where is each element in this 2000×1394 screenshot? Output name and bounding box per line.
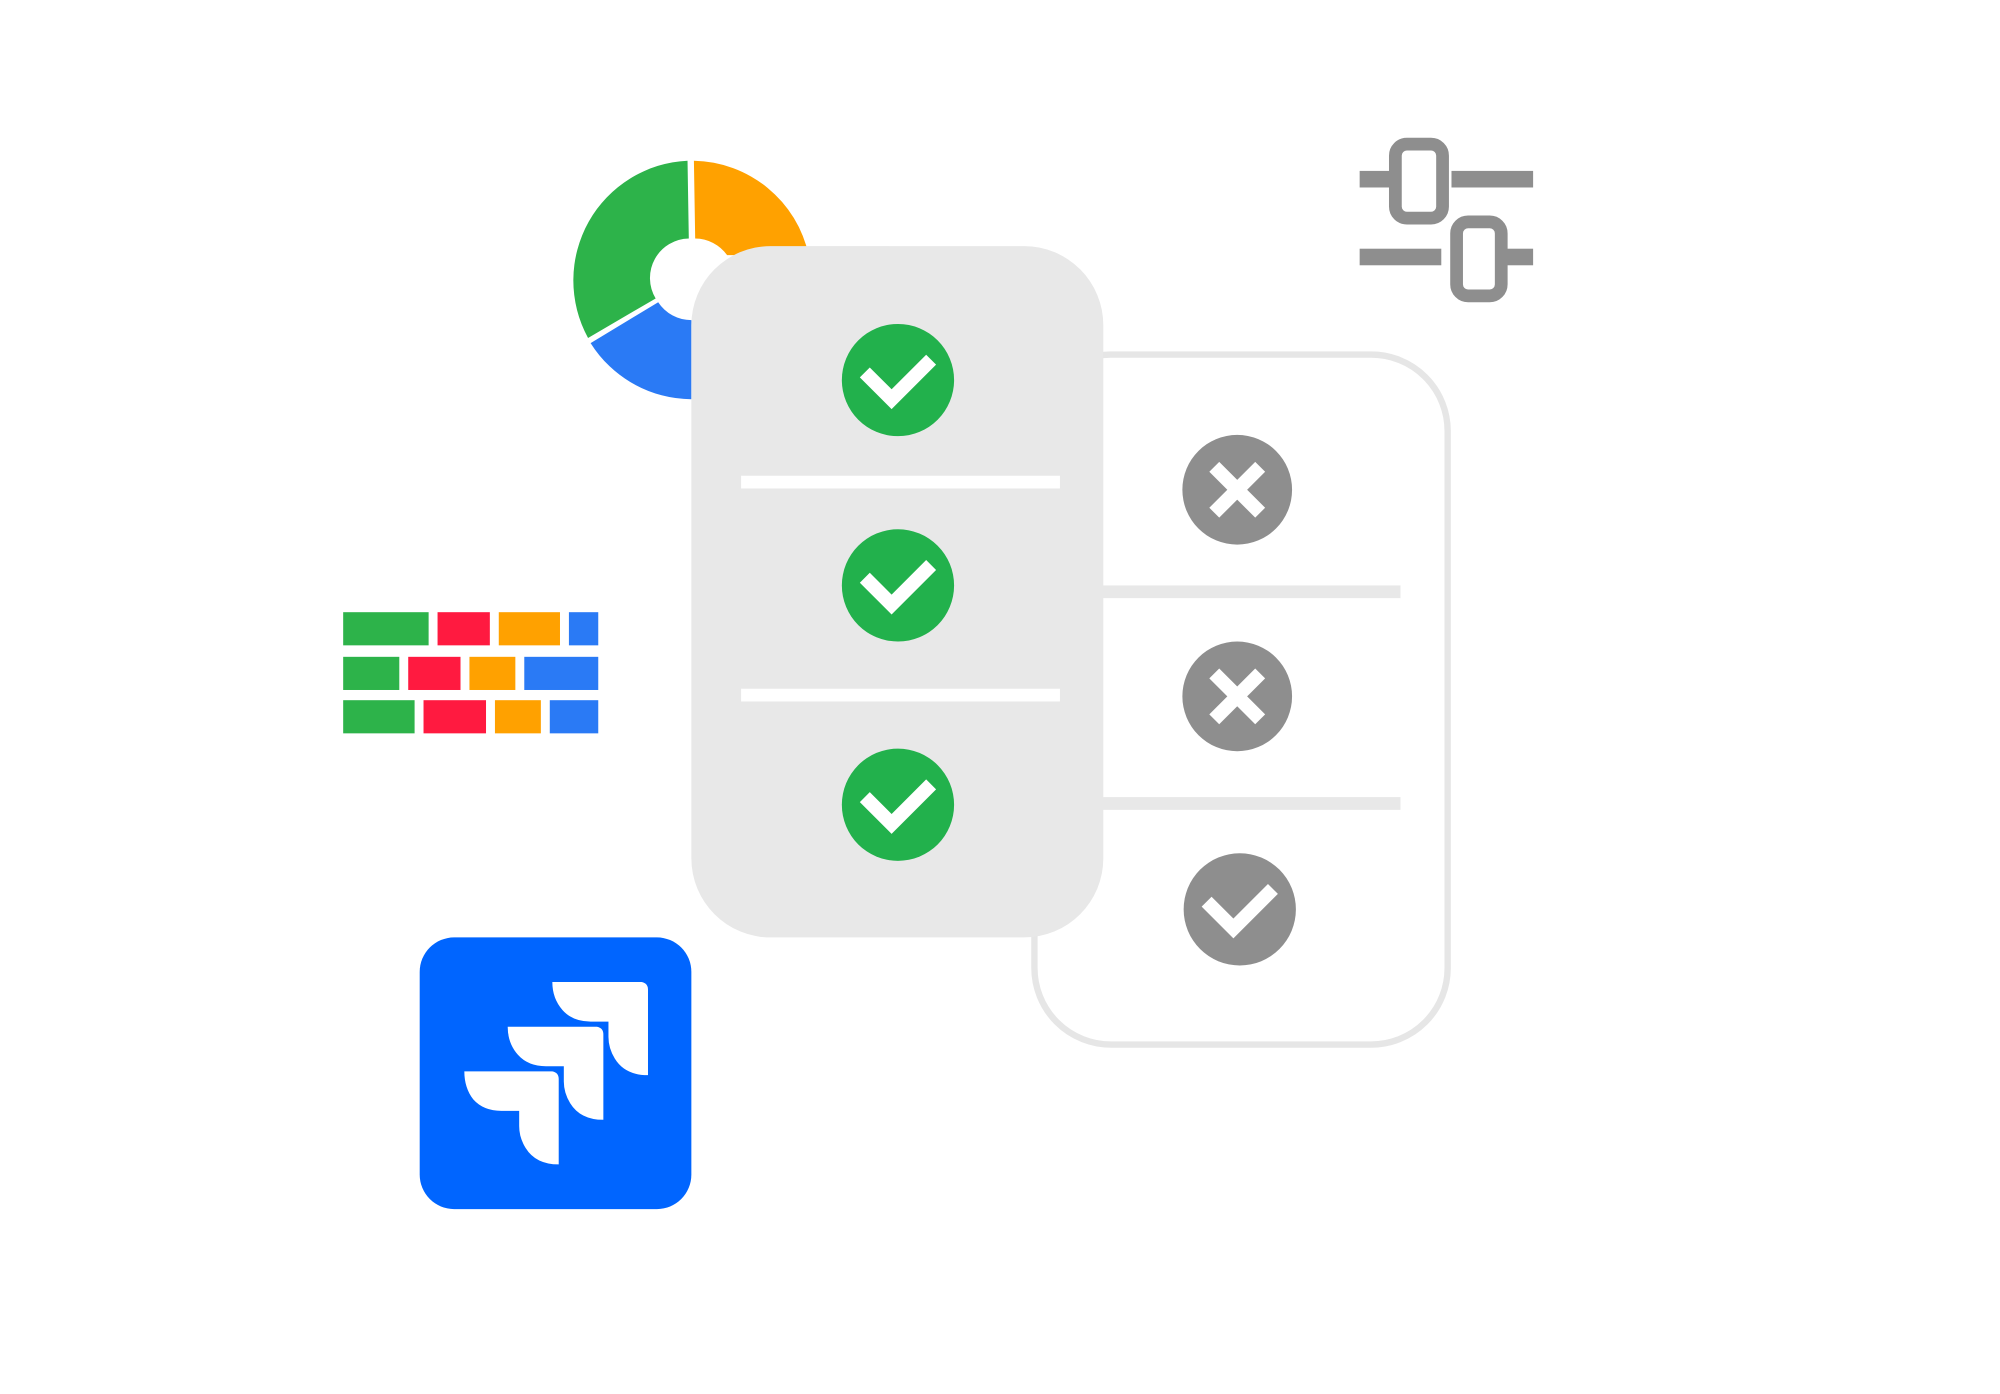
jira-logo-icon	[419, 937, 692, 1210]
pie-slice-orange	[693, 160, 809, 256]
pie-slice-blue	[590, 302, 692, 400]
check-circle-icon	[841, 529, 955, 642]
back-divider	[1096, 585, 1401, 599]
front-divider	[741, 688, 1060, 702]
front-divider	[741, 475, 1060, 489]
sliders-icon	[1359, 137, 1534, 303]
check-circle-icon	[841, 748, 955, 861]
back-divider	[1096, 797, 1401, 810]
check-circle-icon	[841, 323, 955, 437]
check-circle-icon	[1183, 853, 1296, 966]
x-circle-icon	[1182, 641, 1293, 752]
x-circle-icon	[1182, 434, 1293, 545]
pie-slice-green	[573, 160, 689, 338]
bricks-grid-icon	[343, 612, 599, 734]
pie-chart-icon	[573, 160, 809, 400]
